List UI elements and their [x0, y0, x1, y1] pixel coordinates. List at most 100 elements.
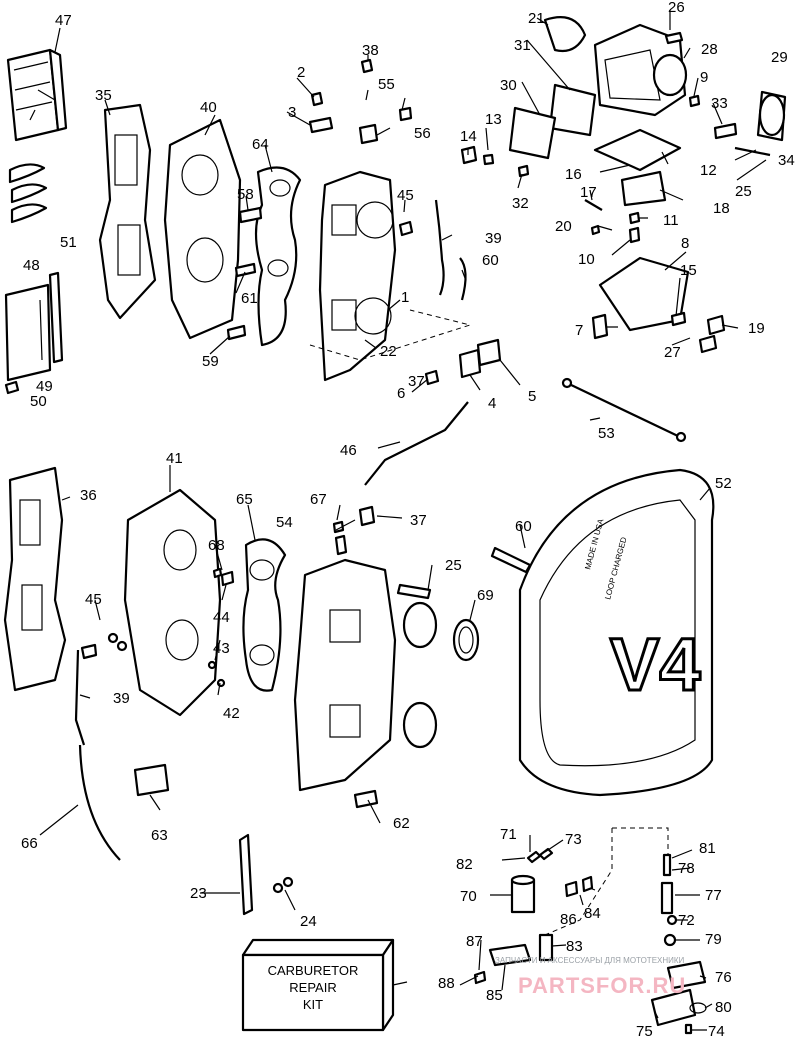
part-number-label: 19	[748, 320, 765, 337]
part-number-label: 47	[55, 12, 72, 29]
part-number-label: 61	[241, 290, 258, 307]
part-40-intake-manifold	[163, 118, 242, 340]
part-number-label: 46	[340, 442, 357, 459]
part-number-label: 11	[663, 212, 679, 229]
part-number-label: 68	[208, 537, 225, 554]
part-41-intake-manifold	[123, 488, 222, 717]
part-85-plate	[488, 943, 532, 967]
part-number-label: 17	[580, 184, 597, 201]
part-number-label: 16	[565, 166, 582, 183]
part-number-label: 51	[60, 234, 77, 251]
part-8-float-bowl	[598, 256, 690, 332]
part-number-label: 29	[771, 49, 788, 66]
part-49-reed-plate	[4, 283, 52, 382]
part-number-label: 86	[560, 911, 577, 928]
part-number-label: 6	[397, 385, 405, 402]
part-number-label: 35	[95, 87, 112, 104]
part-number-label: 2	[297, 64, 305, 81]
part-number-label: 23	[190, 885, 207, 902]
part-48-reed-strip	[48, 271, 64, 364]
leader-lines	[29, 10, 767, 1031]
part-28-air-silencer	[593, 23, 688, 117]
part-number-label: 28	[701, 41, 718, 58]
part-number-label: 64	[252, 136, 269, 153]
part-51-reed-stops	[8, 163, 48, 224]
part-39-fuel-line-lower	[74, 643, 98, 746]
part-number-label: 60	[515, 518, 532, 535]
part-number-label: 78	[678, 860, 695, 877]
part-number-label: 22	[380, 343, 397, 360]
part-number-label: 67	[310, 491, 327, 508]
part-number-label: 69	[477, 587, 494, 604]
part-number-label: 72	[678, 912, 695, 929]
part-number-label: 44	[213, 609, 230, 626]
part-number-label: 83	[566, 938, 583, 955]
part-65-gasket	[242, 538, 287, 692]
part-number-label: 41	[166, 450, 183, 467]
part-number-label: 49	[36, 378, 53, 395]
part-18-float	[620, 170, 667, 207]
part-number-label: 8	[681, 235, 689, 252]
part-number-label: 33	[711, 95, 728, 112]
part-75-pump-plate	[650, 988, 697, 1027]
part-number-label: 25	[445, 557, 462, 574]
part-64-gasket	[254, 166, 302, 347]
part-60-hose	[459, 257, 467, 301]
part-number-label: 82	[456, 856, 473, 873]
part-number-label: 58	[237, 186, 254, 203]
part-69-ring	[452, 618, 480, 662]
part-number-label: 39	[113, 690, 130, 707]
part-number-label: 12	[700, 162, 717, 179]
part-number-label: 75	[636, 1023, 653, 1040]
part-47-reed-plate	[6, 48, 68, 142]
part-number-label: 31	[514, 37, 531, 54]
part-number-label: 55	[378, 76, 395, 93]
part-76-pump-cover	[666, 960, 707, 990]
part-63-connector	[133, 763, 170, 797]
part-number-label: 59	[202, 353, 219, 370]
part-number-label: 56	[414, 125, 431, 142]
part-number-label: 15	[680, 262, 697, 279]
part-number-label: 52	[715, 475, 732, 492]
part-12-gasket	[593, 128, 682, 172]
part-60-hose-lower	[490, 546, 532, 574]
part-number-label: 34	[778, 152, 795, 169]
part-36-gasket	[3, 466, 67, 692]
small-fasteners-top	[226, 31, 771, 386]
part-number-label: 71	[500, 826, 517, 843]
part-66-hose	[78, 744, 121, 861]
part-number-label: 30	[500, 77, 517, 94]
kit-box-line3: KIT	[303, 997, 323, 1012]
part-number-label: 18	[713, 200, 730, 217]
part-number-label: 50	[30, 393, 47, 410]
part-number-label: 88	[438, 975, 455, 992]
part-number-label: 10	[578, 251, 595, 268]
part-number-label: 26	[668, 0, 685, 16]
part-number-label: 84	[584, 905, 601, 922]
part-number-label: 45	[85, 591, 102, 608]
part-number-label: 9	[700, 69, 708, 86]
watermark-logo: PARTSFOR.RU	[518, 973, 686, 998]
part-number-label: 80	[715, 999, 732, 1016]
part-number-label: 40	[200, 99, 217, 116]
part-number-label: 63	[151, 827, 168, 844]
part-number-label: 7	[575, 322, 583, 339]
watermark: ЗАПЧАСТИ И АКСЕССУАРЫ ДЛЯ МОТОТЕХНИКИ PA…	[495, 956, 686, 998]
part-number-label: 73	[565, 831, 582, 848]
part-number-label: 37	[408, 373, 425, 390]
part-31-plate	[548, 83, 597, 137]
part-number-label: 60	[482, 252, 499, 269]
part-29-ring	[756, 90, 787, 142]
part-number-label: 48	[23, 257, 40, 274]
part-number-label: 27	[664, 344, 681, 361]
part-number-label: 45	[397, 187, 414, 204]
part-number-label: 25	[735, 183, 752, 200]
part-number-label: 62	[393, 815, 410, 832]
part-number-label: 42	[223, 705, 240, 722]
part-number-label: 5	[528, 388, 536, 405]
part-number-label: 85	[486, 987, 503, 1004]
part-number-label: 54	[276, 514, 293, 531]
part-number-label: 36	[80, 487, 97, 504]
